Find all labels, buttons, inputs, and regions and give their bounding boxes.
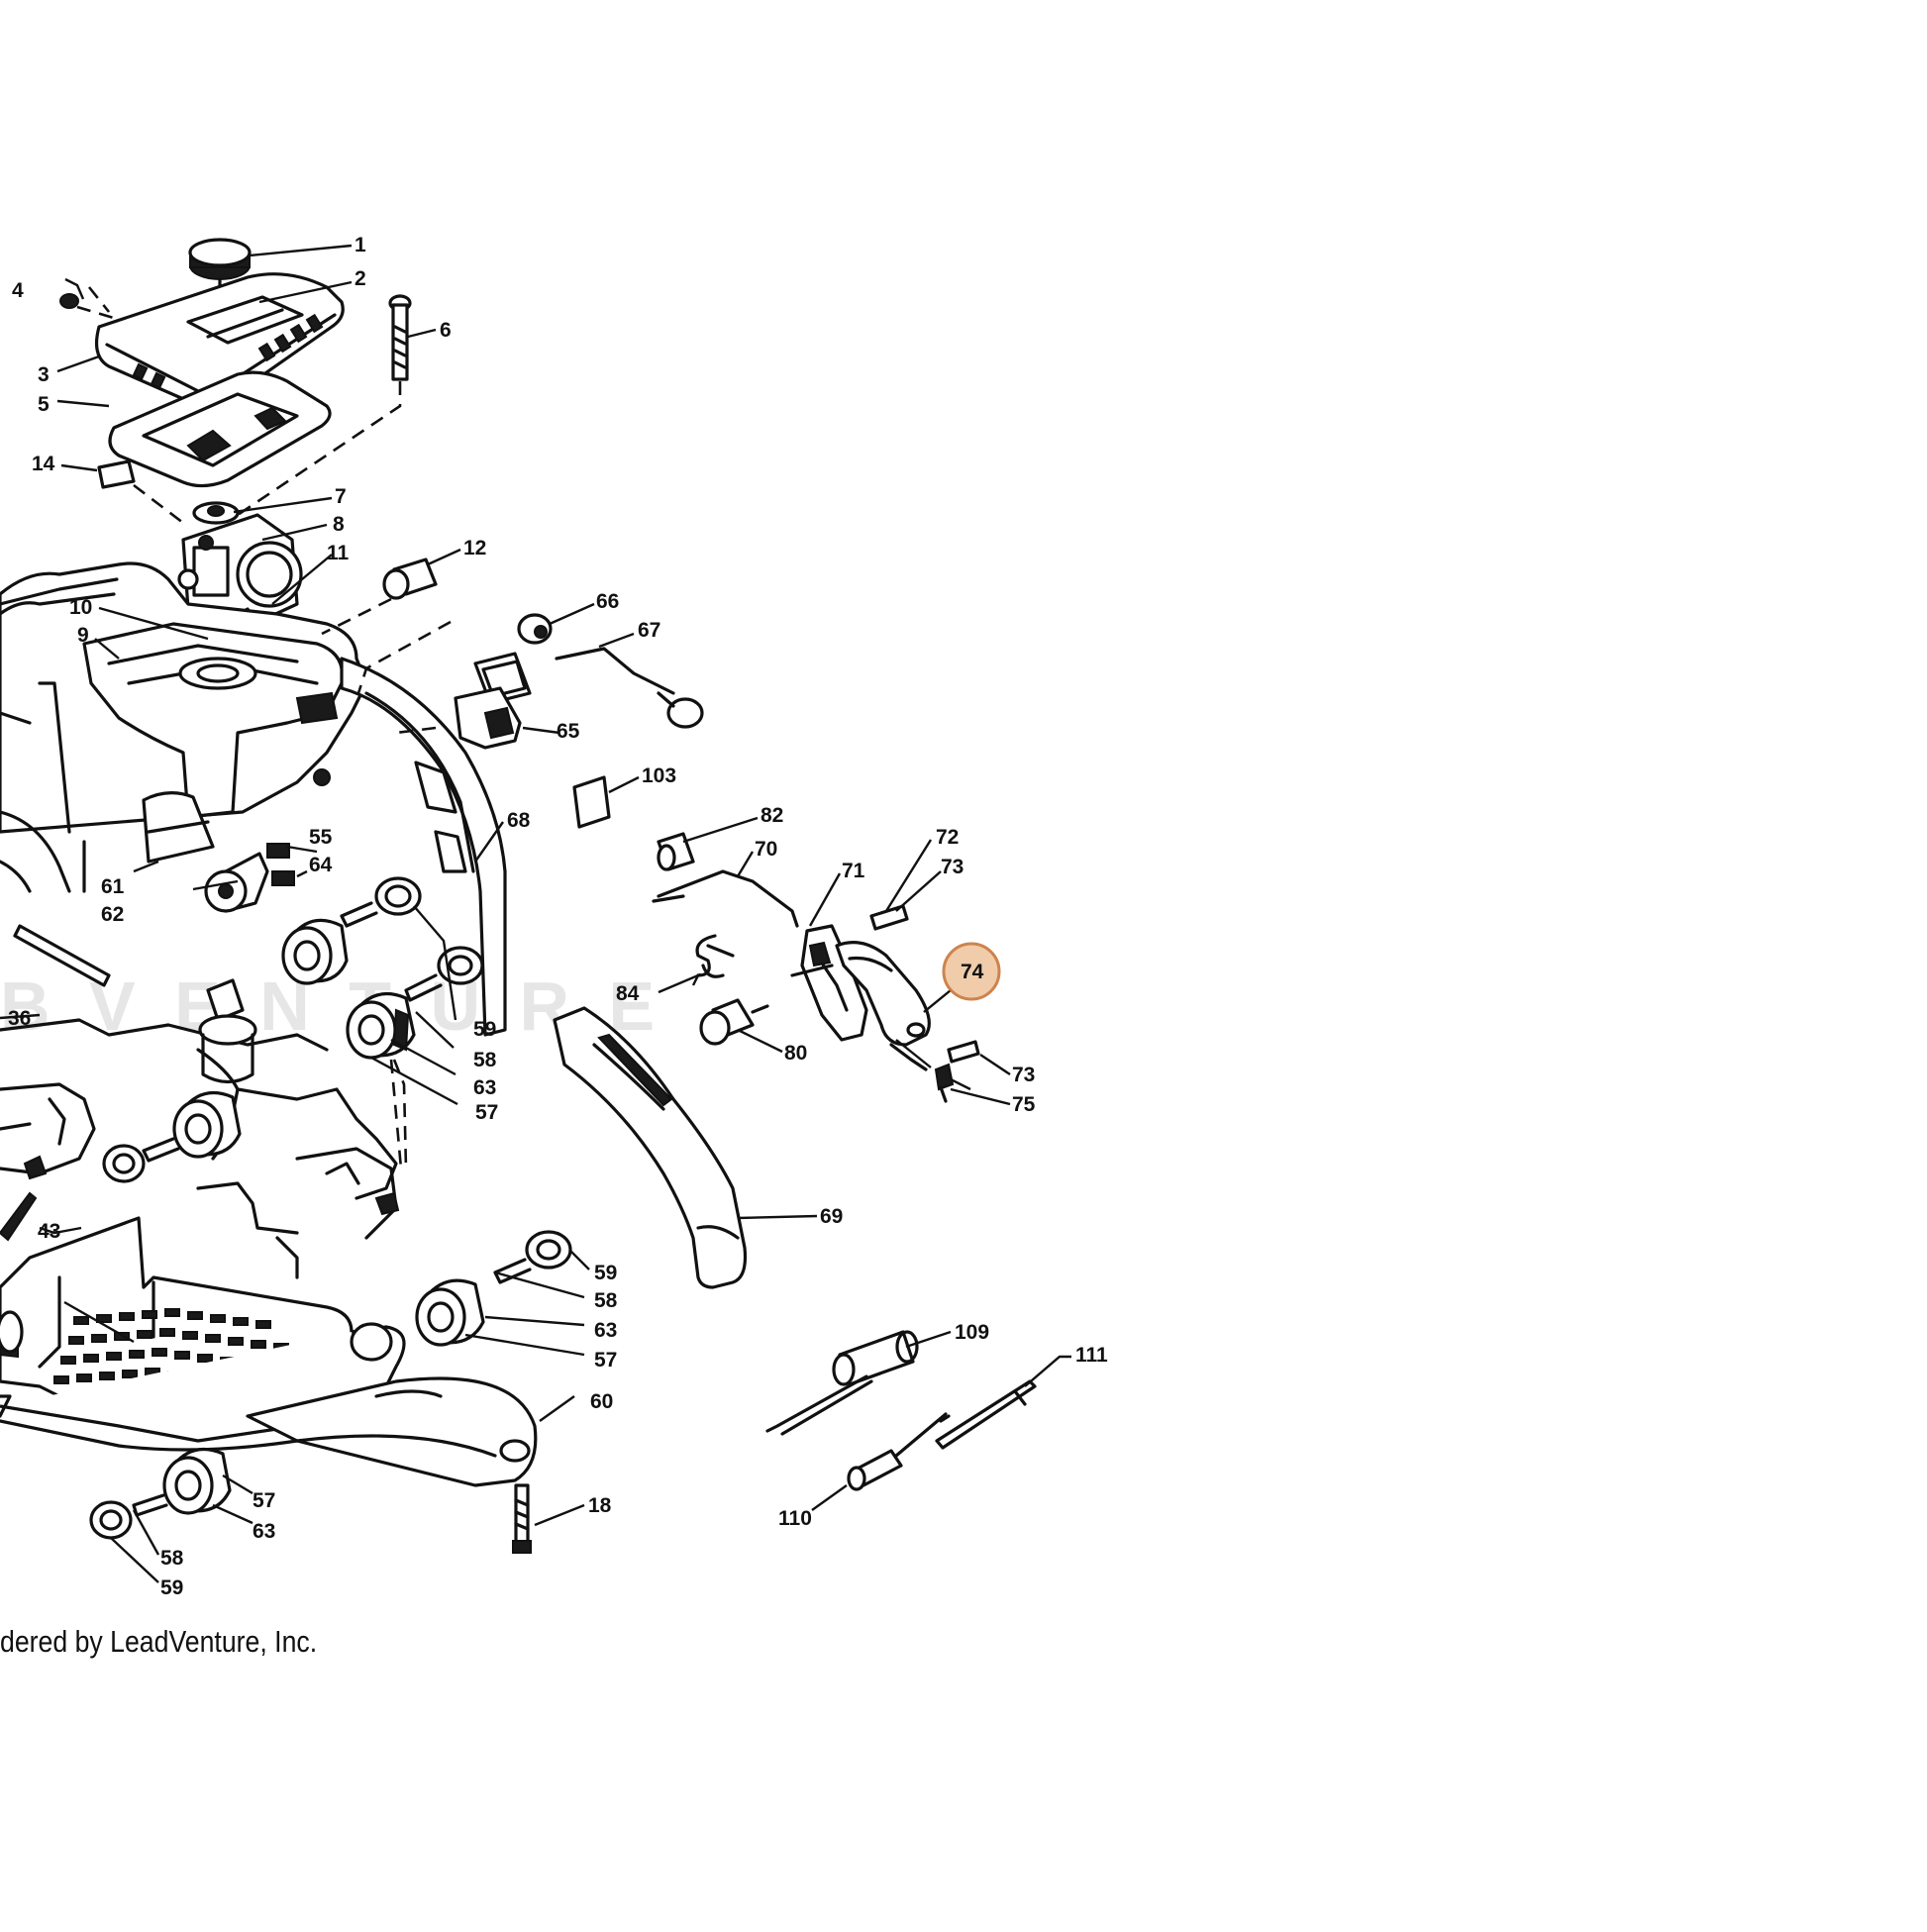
callout-14[interactable]: 14 bbox=[32, 453, 55, 475]
callout-2[interactable]: 2 bbox=[355, 267, 366, 290]
air-filter-cover-assembly bbox=[59, 238, 412, 525]
callout-57b[interactable]: 57 bbox=[594, 1349, 617, 1372]
callout-65[interactable]: 65 bbox=[557, 720, 580, 743]
callout-63b[interactable]: 63 bbox=[594, 1319, 617, 1342]
callout-62[interactable]: 62 bbox=[101, 903, 124, 926]
callout-11[interactable]: 11 bbox=[327, 542, 350, 564]
callout-64[interactable]: 64 bbox=[309, 854, 333, 876]
callout-4[interactable]: 4 bbox=[12, 279, 24, 302]
callout-43[interactable]: 43 bbox=[38, 1220, 60, 1243]
callout-labels: 1 2 3 4 5 6 7 8 9 10 11 12 14 18 36 43 5… bbox=[8, 234, 1108, 1599]
callout-59a[interactable]: 59 bbox=[473, 1018, 496, 1041]
callout-18[interactable]: 18 bbox=[588, 1494, 612, 1517]
callout-110[interactable]: 110 bbox=[778, 1507, 812, 1530]
callout-58a[interactable]: 58 bbox=[473, 1049, 497, 1071]
controls-group bbox=[321, 558, 980, 1289]
leader-lines bbox=[0, 244, 1071, 1583]
callout-10[interactable]: 10 bbox=[69, 596, 92, 619]
footer-credit: dered by LeadVenture, Inc. bbox=[0, 1624, 318, 1659]
callout-55[interactable]: 55 bbox=[309, 826, 333, 849]
callout-69[interactable]: 69 bbox=[820, 1205, 843, 1228]
av-mounts-lower bbox=[89, 1230, 572, 1540]
callout-1[interactable]: 1 bbox=[355, 234, 366, 256]
tools-group bbox=[765, 1330, 1037, 1491]
callout-9[interactable]: 9 bbox=[77, 624, 89, 647]
main-housing bbox=[0, 561, 507, 1037]
callout-57c[interactable]: 57 bbox=[253, 1489, 275, 1512]
callout-36[interactable]: 36 bbox=[8, 1007, 31, 1030]
callout-84[interactable]: 84 bbox=[616, 982, 640, 1005]
callout-59b[interactable]: 59 bbox=[594, 1262, 617, 1284]
highlight-ring-74 bbox=[942, 942, 1001, 1001]
callout-70[interactable]: 70 bbox=[755, 838, 777, 861]
callout-103[interactable]: 103 bbox=[642, 764, 676, 787]
fuel-tank bbox=[0, 1216, 538, 1554]
callout-72[interactable]: 72 bbox=[936, 826, 959, 849]
callout-59c[interactable]: 59 bbox=[160, 1576, 183, 1599]
callout-7[interactable]: 7 bbox=[335, 485, 347, 508]
callout-63a[interactable]: 63 bbox=[473, 1076, 496, 1099]
callout-68[interactable]: 68 bbox=[507, 809, 531, 832]
callout-6[interactable]: 6 bbox=[440, 319, 452, 342]
callout-111[interactable]: 111 bbox=[1075, 1344, 1108, 1367]
callout-57a[interactable]: 57 bbox=[475, 1101, 498, 1124]
callout-109[interactable]: 109 bbox=[955, 1321, 989, 1344]
callout-58b[interactable]: 58 bbox=[594, 1289, 618, 1312]
callout-61[interactable]: 61 bbox=[101, 875, 125, 898]
callout-67[interactable]: 67 bbox=[638, 619, 660, 642]
callout-8[interactable]: 8 bbox=[333, 513, 345, 536]
callout-63c[interactable]: 63 bbox=[253, 1520, 275, 1543]
callout-3[interactable]: 3 bbox=[38, 363, 50, 386]
callout-66[interactable]: 66 bbox=[596, 590, 619, 613]
callout-80[interactable]: 80 bbox=[784, 1042, 807, 1065]
callout-12[interactable]: 12 bbox=[463, 537, 486, 559]
callout-73b[interactable]: 73 bbox=[1012, 1064, 1035, 1086]
callout-74[interactable]: 74 bbox=[961, 961, 984, 983]
engine-block bbox=[0, 978, 403, 1279]
callout-58c[interactable]: 58 bbox=[160, 1547, 184, 1570]
callout-75[interactable]: 75 bbox=[1012, 1093, 1036, 1116]
callout-73a[interactable]: 73 bbox=[941, 856, 964, 878]
callout-60[interactable]: 60 bbox=[590, 1390, 613, 1413]
callout-5[interactable]: 5 bbox=[38, 393, 50, 416]
callout-82[interactable]: 82 bbox=[761, 804, 783, 827]
av-mounts-upper bbox=[281, 876, 484, 1169]
callout-71[interactable]: 71 bbox=[842, 860, 865, 882]
